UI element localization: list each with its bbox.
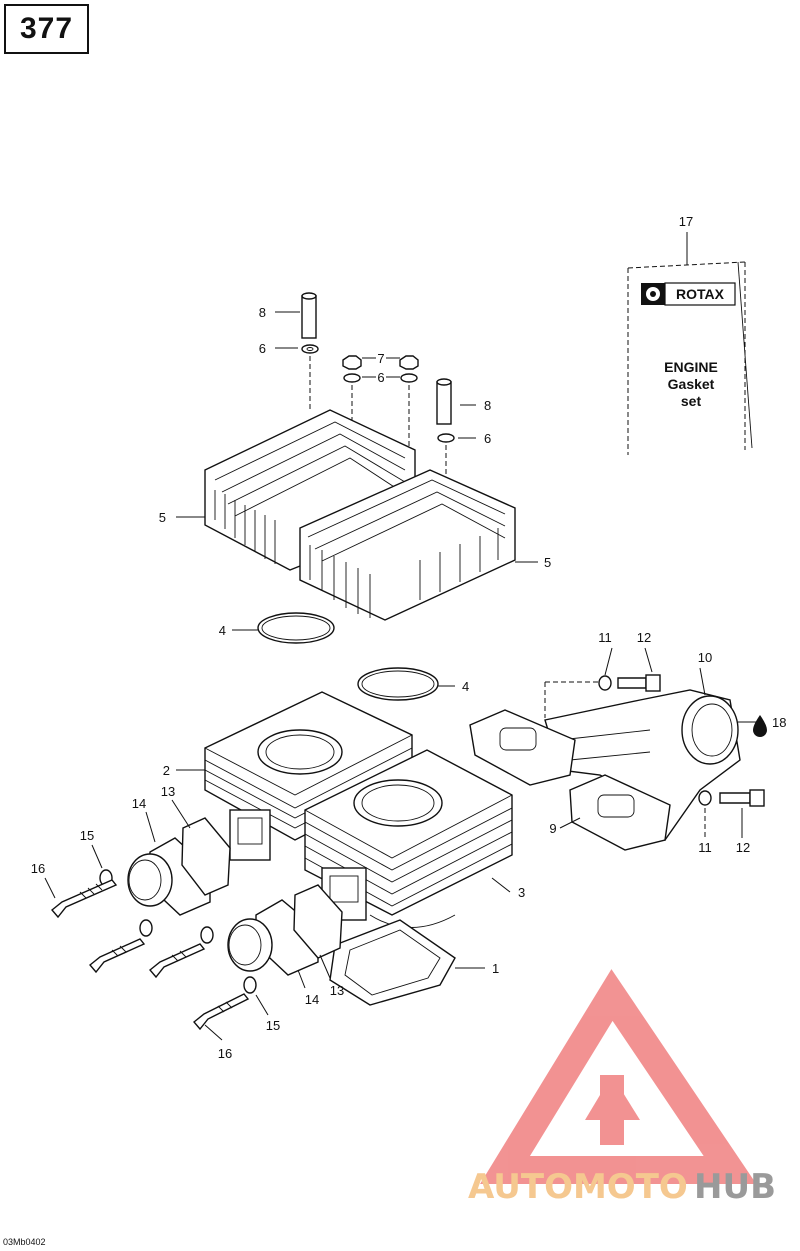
callout-11: 11: [698, 840, 712, 855]
washer: [698, 790, 712, 806]
exhaust-screw-lower: [719, 789, 765, 807]
page-number: 377: [19, 12, 74, 45]
o-ring-left: [257, 612, 335, 644]
washer: [598, 675, 612, 691]
callout-16: 16: [31, 861, 45, 876]
intake-gasket-left: [181, 817, 231, 896]
callout-11: 11: [598, 630, 612, 645]
watermark-text-hub: HUB: [694, 1167, 776, 1207]
callout-12: 12: [736, 840, 750, 855]
page-number-badge: 377: [4, 4, 89, 54]
callout-14: 14: [305, 992, 319, 1007]
callout-2: 2: [163, 763, 170, 778]
callout-15: 15: [80, 828, 94, 843]
screw: [88, 938, 146, 974]
callout-6: 6: [377, 370, 384, 385]
lock-washer: [243, 976, 257, 994]
callout-18: 18: [772, 715, 786, 730]
callout-12: 12: [637, 630, 651, 645]
callout-10: 10: [698, 650, 712, 665]
gasket-set-line-1: ENGINE: [664, 359, 718, 375]
lock-washer: [139, 919, 153, 937]
callout-14: 14: [132, 796, 146, 811]
lock-washer: [200, 926, 214, 944]
exhaust-manifold: [544, 689, 741, 841]
callout-4: 4: [219, 623, 226, 638]
callout-13: 13: [161, 784, 175, 799]
callout-5: 5: [544, 555, 551, 570]
callout-15: 15: [266, 1018, 280, 1033]
callout-5: 5: [159, 510, 166, 525]
gasket-set-line-2: Gasket: [668, 376, 715, 392]
watermark-text-automoto: AUTOMOTO: [468, 1167, 688, 1207]
lubricant-drop-icon: [753, 715, 767, 737]
callout-9: 9: [549, 821, 556, 836]
screw: [192, 993, 250, 1031]
callout-6: 6: [259, 341, 266, 356]
exhaust-gasket-upper: [469, 709, 576, 786]
callout-1: 1: [492, 961, 499, 976]
callout-8: 8: [259, 305, 266, 320]
callout-13: 13: [330, 983, 344, 998]
head-stud-right: [436, 378, 455, 520]
callout-16: 16: [218, 1046, 232, 1061]
exhaust-screw-upper: [617, 674, 661, 692]
screw: [50, 879, 118, 919]
cylinder-head-front: [299, 469, 516, 621]
drawing-code: 03Mb0402: [3, 1237, 46, 1247]
callout-6: 6: [484, 431, 491, 446]
gasket-set-package: ROTAX ENGINE Gasket set: [627, 232, 753, 455]
cylinder-front: [304, 749, 513, 928]
gasket-set-line-3: set: [681, 393, 702, 409]
callout-3: 3: [518, 885, 525, 900]
base-gasket: [329, 919, 456, 1006]
head-stud-left: [301, 292, 319, 412]
callout-4: 4: [462, 679, 469, 694]
intake-flange-right: [227, 899, 319, 976]
callout-17: 17: [679, 214, 693, 229]
screw: [148, 943, 206, 979]
callout-7: 7: [377, 351, 384, 366]
watermark-logo: [480, 969, 757, 1184]
gasket-set-brand: ROTAX: [676, 286, 725, 302]
head-nuts: [342, 355, 419, 470]
callout-8: 8: [484, 398, 491, 413]
intake-gasket-right: [293, 884, 343, 959]
o-ring-right: [357, 667, 439, 701]
